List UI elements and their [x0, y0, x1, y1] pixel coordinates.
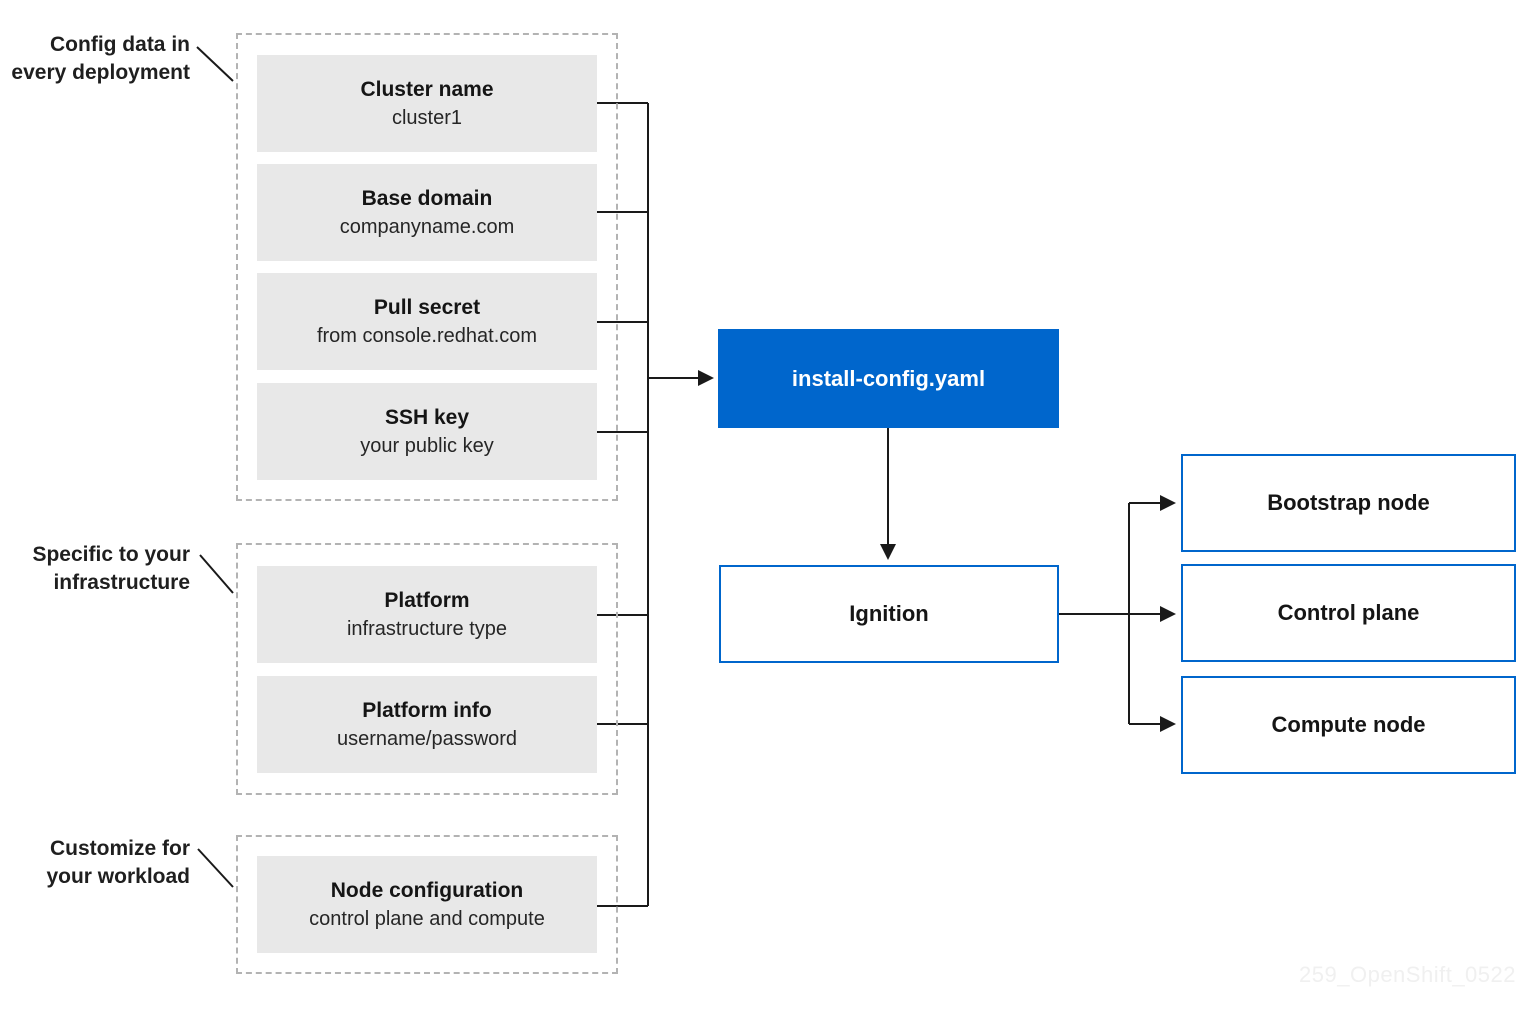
group-label-line: your workload	[46, 865, 190, 888]
compute-node-box: Compute node	[1181, 676, 1516, 774]
box-subtitle: from console.redhat.com	[316, 324, 538, 347]
box-title: Base domain	[361, 187, 493, 211]
config-box-node-configuration: Node configuration control plane and com…	[257, 856, 597, 953]
group-label-line: infrastructure	[53, 571, 190, 594]
box-title: Node configuration	[330, 879, 524, 903]
group-label-line: Config data in	[50, 33, 190, 56]
label-pointer-lines	[196, 46, 234, 888]
config-box-platform: Platform infrastructure type	[257, 566, 597, 663]
group-label-line: Customize for	[49, 837, 190, 860]
install-config-yaml-label: install-config.yaml	[791, 365, 986, 391]
config-box-platform-info: Platform info username/password	[257, 676, 597, 773]
group-label-workload: Customize for your workload	[0, 835, 190, 891]
box-title: Pull secret	[373, 296, 481, 320]
box-subtitle: infrastructure type	[346, 617, 508, 640]
bootstrap-node-label: Bootstrap node	[1267, 490, 1430, 515]
watermark-text: 259_OpenShift_0522	[1299, 962, 1516, 987]
config-box-ssh-key: SSH key your public key	[257, 383, 597, 480]
compute-node-label: Compute node	[1271, 712, 1426, 737]
config-box-pull-secret: Pull secret from console.redhat.com	[257, 273, 597, 370]
group-infrastructure	[236, 543, 618, 795]
box-title: SSH key	[384, 406, 470, 430]
box-subtitle: cluster1	[391, 106, 463, 129]
box-title: Platform	[384, 589, 470, 613]
bootstrap-node-box: Bootstrap node	[1181, 454, 1516, 552]
box-title: Cluster name	[360, 78, 494, 102]
control-plane-label: Control plane	[1277, 600, 1420, 625]
box-title: Platform info	[362, 699, 492, 723]
install-config-yaml-box: install-config.yaml	[718, 329, 1059, 428]
config-bus-lines	[597, 102, 649, 907]
box-subtitle: control plane and compute	[309, 907, 545, 930]
group-label-line: Specific to your	[32, 543, 190, 566]
control-plane-box: Control plane	[1181, 564, 1516, 662]
box-subtitle: companyname.com	[339, 215, 515, 238]
ignition-box: Ignition	[719, 565, 1059, 663]
group-workload	[236, 835, 618, 974]
config-box-base-domain: Base domain companyname.com	[257, 164, 597, 261]
group-label-config-data: Config data in every deployment	[0, 31, 190, 87]
ignition-branch-lines	[1059, 503, 1130, 724]
box-subtitle: your public key	[360, 434, 494, 457]
box-subtitle: username/password	[336, 727, 518, 750]
group-label-infrastructure: Specific to your infrastructure	[0, 541, 190, 597]
group-label-line: every deployment	[11, 61, 190, 84]
ignition-label: Ignition	[849, 601, 929, 626]
config-box-cluster-name: Cluster name cluster1	[257, 55, 597, 152]
group-config-data	[236, 33, 618, 501]
